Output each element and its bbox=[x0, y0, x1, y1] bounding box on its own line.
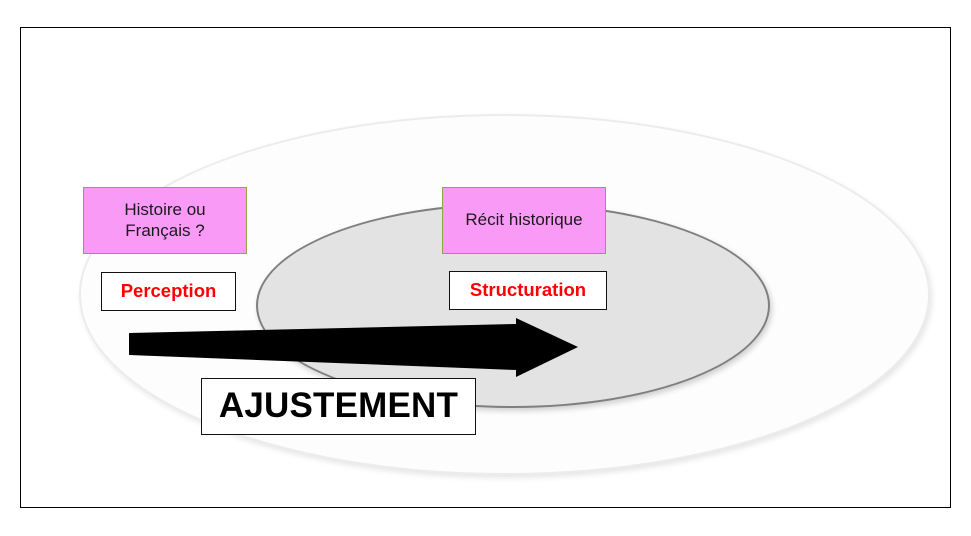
label-recit-text: Récit historique bbox=[465, 210, 583, 230]
label-histoire-text: Histoire ou Français ? bbox=[124, 200, 205, 241]
label-perception: Perception bbox=[101, 272, 236, 311]
label-histoire-line1: Histoire ou bbox=[124, 199, 206, 219]
label-ajustement: AJUSTEMENT bbox=[201, 378, 476, 435]
label-recit-historique: Récit historique bbox=[442, 187, 606, 254]
right-arrow-shape bbox=[129, 318, 578, 377]
slide-frame: Histoire ou Français ? Récit historique … bbox=[20, 27, 951, 508]
label-structuration: Structuration bbox=[449, 271, 607, 310]
right-arrow bbox=[126, 318, 581, 384]
label-perception-text: Perception bbox=[120, 280, 217, 302]
label-ajustement-text: AJUSTEMENT bbox=[218, 386, 459, 426]
label-structuration-text: Structuration bbox=[469, 279, 587, 301]
label-histoire-ou-francais: Histoire ou Français ? bbox=[83, 187, 247, 254]
label-histoire-line2: Français ? bbox=[125, 220, 205, 240]
